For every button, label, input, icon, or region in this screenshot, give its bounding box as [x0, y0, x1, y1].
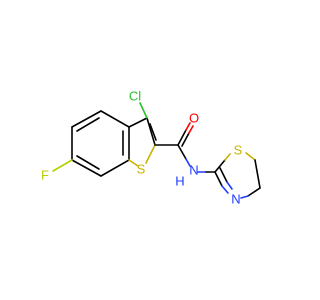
- thiazoline-ring: [214, 152, 261, 199]
- chemical-structure: Cl O F S N H S N: [41, 89, 261, 207]
- amide-group: [154, 122, 216, 173]
- fluorine-substituent: [52, 159, 73, 172]
- thiophene-ring: [128, 117, 157, 167]
- chlorine-substituent: [139, 102, 148, 119]
- amide-nitrogen-label: N: [189, 163, 198, 178]
- thiazoline-sulfur-label: S: [234, 143, 243, 158]
- benzene-ring: [71, 110, 130, 177]
- thiazoline-nitrogen-label: N: [231, 192, 240, 207]
- amide-hydrogen-label: H: [175, 174, 184, 189]
- fluorine-label: F: [41, 168, 49, 183]
- oxygen-label: O: [189, 111, 199, 126]
- ring-sulfur-label: S: [137, 162, 146, 177]
- chlorine-label: Cl: [129, 89, 141, 104]
